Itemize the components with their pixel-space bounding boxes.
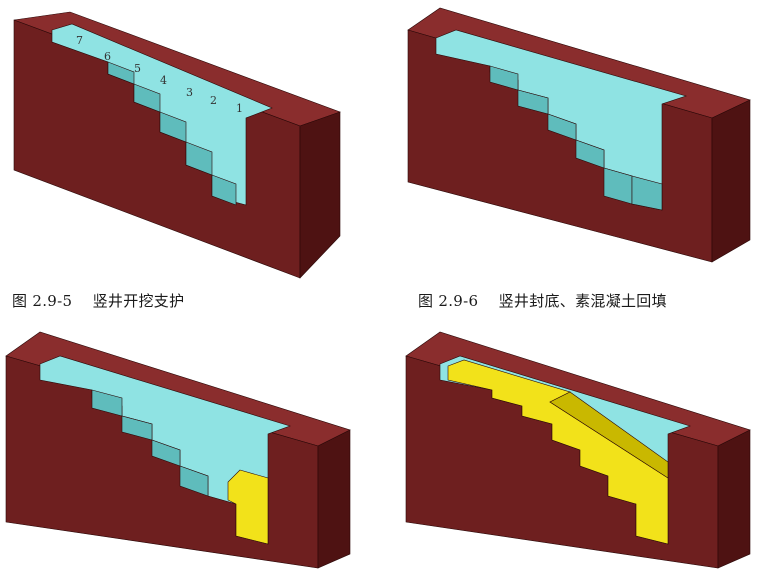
shaft-steps [91,389,209,497]
panel-backfill-complete [405,331,751,569]
pit-number: 7 [76,34,83,47]
panel-bottom-sealing [407,7,751,263]
figure-caption-2-9-5: 图 2.9-5 竖井开挖支护 [12,292,185,310]
pit-number: 2 [210,94,217,107]
shaft-steps [489,65,663,211]
panel-excavation-support: 7 6 5 4 3 2 1 [13,11,341,279]
pit-number: 1 [236,102,243,115]
soil-side-face [717,429,751,569]
pit-number: 4 [160,74,167,87]
pit-number: 6 [104,50,111,63]
soil-side-face [317,429,351,569]
concrete-fill-edge [549,391,669,479]
soil-side-face [711,99,751,263]
soil-side-face [299,111,341,279]
pit-number-labels: 7 6 5 4 3 2 1 [76,34,243,115]
figure-caption-2-9-6: 图 2.9-6 竖井封底、素混凝土回填 [418,292,667,310]
pit-number: 3 [186,86,193,99]
shaft-steps [107,61,237,206]
panel-backfill-progress [5,331,351,569]
concrete-fill [227,469,269,545]
pit-number: 5 [134,62,141,75]
